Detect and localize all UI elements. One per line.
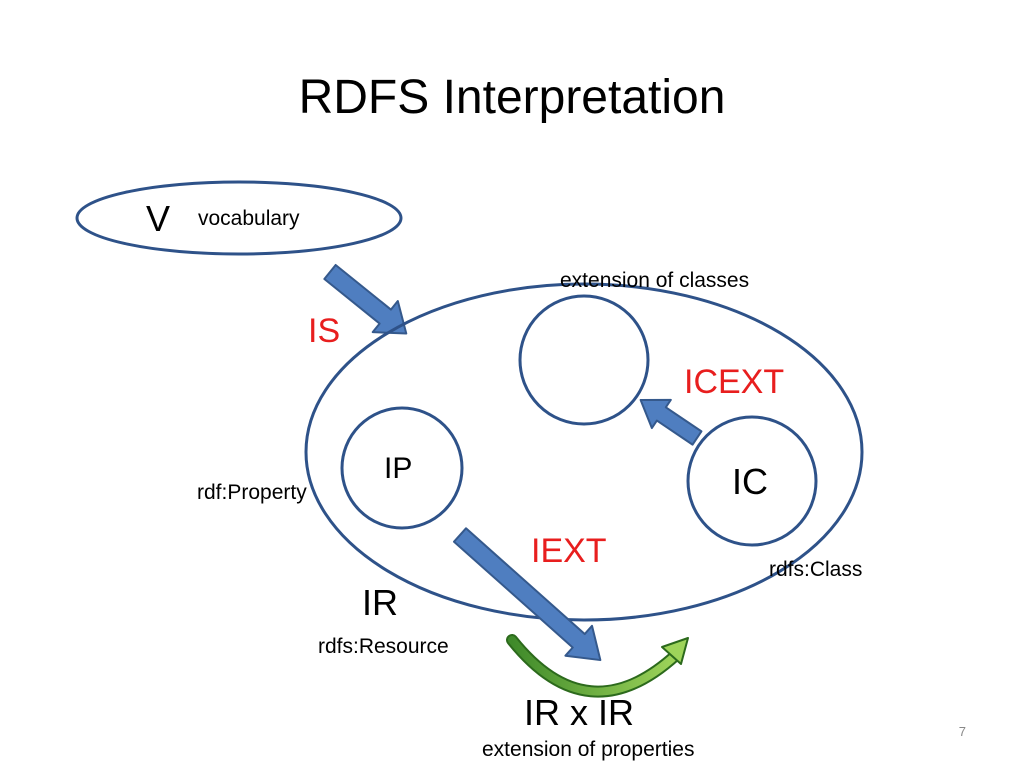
properties-label: rdf:Property bbox=[197, 481, 307, 504]
icext-mapping-label: ICEXT bbox=[684, 363, 784, 401]
classes-symbol: IC bbox=[732, 461, 768, 502]
vocabulary-symbol: V bbox=[146, 198, 170, 239]
slide-title: RDFS Interpretation bbox=[298, 71, 726, 124]
pairs-symbol: IR x IR bbox=[524, 692, 634, 733]
resources-ellipse bbox=[304, 282, 864, 622]
classes-circle bbox=[686, 415, 818, 547]
properties-circle bbox=[340, 406, 464, 530]
vocabulary-label: vocabulary bbox=[198, 207, 300, 230]
class-extension-label: extension of classes bbox=[560, 269, 749, 292]
iext-arrow bbox=[453, 527, 602, 662]
page-number: 7 bbox=[958, 724, 966, 739]
pairs-label: extension of properties bbox=[482, 738, 694, 761]
iext-mapping-label: IEXT bbox=[531, 532, 607, 570]
resources-label: rdfs:Resource bbox=[318, 635, 449, 658]
resources-symbol: IR bbox=[362, 582, 398, 623]
class-extension-circle bbox=[518, 294, 650, 426]
is-mapping-label: IS bbox=[308, 312, 340, 350]
icext-arrow bbox=[639, 398, 703, 446]
vocabulary-ellipse bbox=[75, 180, 403, 256]
classes-label: rdfs:Class bbox=[769, 558, 862, 581]
curved-arrow bbox=[506, 634, 689, 698]
properties-symbol: IP bbox=[384, 452, 412, 485]
